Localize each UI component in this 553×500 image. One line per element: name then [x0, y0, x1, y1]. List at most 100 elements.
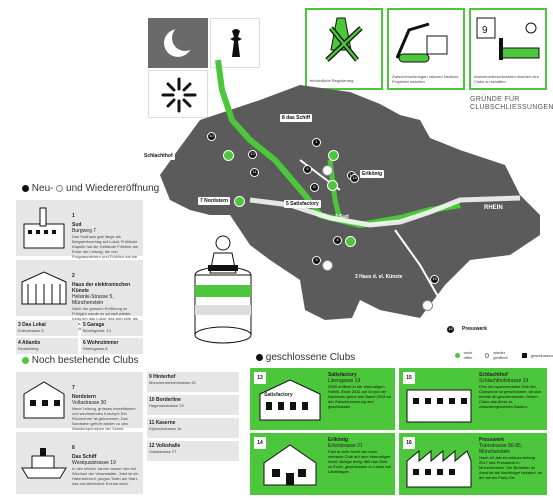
club-description: Eine der spannendsten Orte der Clubszene…	[479, 384, 542, 409]
club-address: Klybeckstrasse 1b	[149, 426, 182, 431]
moon-icon	[164, 25, 198, 57]
club-name: Haus der elektronischen Künste	[72, 282, 131, 294]
club-address: Helsinki-Strasse 5, Münchenstein	[72, 294, 114, 306]
legend-open-icon	[455, 352, 460, 358]
club-name: Borderline	[155, 397, 181, 403]
map-pin[interactable]: 1	[312, 138, 321, 147]
club-address: Burgweg 7	[72, 228, 96, 234]
map-pin[interactable]: 11	[250, 168, 259, 177]
map-label-erlkoenig: Erlkönig	[360, 170, 385, 178]
map-pin[interactable]: 6	[310, 183, 319, 192]
map-label-sud: 2 Sud	[335, 214, 349, 220]
map-pin[interactable]: 16	[446, 325, 455, 334]
sun-icon	[161, 77, 197, 113]
club-description: Fast is nicht bereit der hoch verbaute C…	[328, 449, 391, 474]
club-card-presswerk[interactable]: 16 Presswerk Tramstrasse 80-85, Münchens…	[399, 433, 547, 495]
club-name: Garage	[87, 322, 105, 328]
club-name: Das Lokal	[22, 322, 46, 328]
map-label-presswerk: Presswerk	[460, 325, 490, 333]
club-number: 16	[403, 437, 415, 449]
club-number: 14	[254, 437, 266, 449]
map-pin[interactable]: 9	[303, 165, 312, 174]
club-address: Westquaistrasse 19	[72, 460, 116, 466]
satisfactory-sign: Satisfactory	[264, 392, 293, 398]
club-name: Hinterhof	[153, 374, 176, 380]
club-address: Tramstrasse 80-85, Münchenstein	[479, 443, 523, 455]
status-reopen-marker[interactable]	[322, 165, 333, 176]
club-card-small[interactable]: 12 Volkshalle Voltastrasse 27	[147, 441, 239, 461]
club-name: Wohnzimmer	[87, 340, 119, 346]
status-reopen-marker[interactable]	[422, 300, 433, 311]
club-card-haus-el-kuenste[interactable]: 2 Haus der elektronischen Künste Helsink…	[16, 260, 143, 331]
factory-illustration	[23, 207, 65, 249]
reason-card-construction: Zwischennutzungen müssen Neubau-Projekte…	[387, 8, 465, 90]
sprout-icon	[22, 356, 29, 364]
club-address: Binningerstr. 14	[83, 328, 111, 333]
club-name: Sud	[72, 222, 82, 228]
reason-text: Anwohnerbeschwerden machen den Clubs zu …	[474, 74, 539, 84]
club-card-small[interactable]: 3 Das Lokal Erlenstrasse 5	[16, 320, 78, 336]
map-label-satisfactory: 5 Satisfactory	[284, 200, 321, 208]
basel-crest-tile	[210, 18, 260, 68]
club-address: Rheingasse 8	[83, 346, 108, 351]
closed-sprout-icon	[256, 353, 263, 361]
club-number: 15	[403, 372, 415, 384]
club-card-sud[interactable]: 1 Sud Burgweg 7 Das Sudhaus gab lange al…	[16, 200, 143, 264]
status-open-marker[interactable]	[345, 236, 356, 247]
club-description: 2009 eröffnet in der ehemaligen Fabrik. …	[328, 384, 391, 409]
club-address: Schlachthofstrasse 19	[479, 378, 529, 384]
club-description: Nach elf Jahren schloss Anfang 2017 das …	[479, 455, 543, 480]
river-label: RHEIN	[484, 205, 503, 211]
status-open-marker[interactable]	[234, 196, 245, 207]
status-open-marker[interactable]	[223, 150, 234, 161]
legend-closed-icon	[522, 352, 527, 358]
excavator-icon	[395, 22, 448, 63]
status-reopen-marker[interactable]	[322, 260, 333, 271]
club-name: Schlachthof	[479, 372, 508, 378]
reason-text: Zwischennutzungen müssen Neubau-Projekte…	[392, 74, 460, 84]
map-label-nordstern: 7 Nordstern	[198, 197, 231, 205]
hall-illustration	[21, 271, 67, 305]
bed-clock-icon: 9	[476, 17, 540, 60]
section-title-open: Noch bestehende Clubs	[22, 355, 139, 366]
svg-text:9: 9	[482, 25, 488, 36]
status-open-marker[interactable]	[328, 150, 339, 161]
club-card-small[interactable]: 9 Hinterhof Münchensteinerstrasse 81	[147, 372, 239, 392]
map-legend: noch offen wieder geöffnet geschlossen	[455, 350, 553, 360]
club-card-erlkoenig[interactable]: 14 Erlkönig Erlenstrasse 21 Fast is nich…	[250, 433, 395, 495]
section-title-reopen: Neu- und Wiedereröffnung	[22, 183, 159, 194]
club-card-small[interactable]: 5 Garage Binningerstr. 14	[81, 320, 143, 336]
reason-card-neighbors: 9 Anwohnerbeschwerden machen den Clubs z…	[469, 8, 547, 90]
map-pin[interactable]: 4	[333, 236, 342, 245]
club-card-small[interactable]: 6 Wohnzimmer Rheingasse 8	[81, 338, 143, 354]
club-description: Neue Leitung, grosses Investitionen und …	[72, 406, 136, 431]
warehouse-illustration	[259, 379, 321, 421]
reasons-title: GRÜNDE FÜR CLUBSCHLIESSUNGEN	[470, 96, 553, 111]
club-card-schlachthof[interactable]: 15 Schlachthof Schlachthofstrasse 19 Ein…	[399, 368, 547, 430]
club-card-satisfactory[interactable]: Satisfactory 13 Satisfactory Lisengasse …	[250, 368, 395, 430]
status-open-marker[interactable]	[327, 180, 338, 191]
club-card-nordstern[interactable]: 7 Nordstern Voltastrasse 30 Neue Leitung…	[16, 372, 143, 431]
traffic-cone-icon	[325, 17, 363, 62]
map-pin[interactable]: 10	[207, 132, 216, 141]
map-label-haus-el-kuenste: 3 Haus d. el. Künste	[355, 274, 403, 280]
map-pin[interactable]: 3	[312, 256, 321, 265]
section-title-closed: geschlossene Clubs	[256, 352, 355, 363]
map-pin[interactable]: 14	[350, 174, 359, 183]
club-name: Das Schiff	[72, 454, 97, 460]
moon-tile	[148, 18, 208, 68]
sun-tile	[148, 70, 208, 118]
reason-card-regulation: behördliche Regulierung	[305, 8, 383, 90]
club-card-small[interactable]: 11 Kaserne Klybeckstrasse 1b	[147, 418, 239, 438]
club-address: Erlenstrasse 21	[328, 443, 363, 449]
club-name: Nordstern	[72, 394, 96, 400]
club-card-small[interactable]: 10 Borderline Hagenaustrasse 29	[147, 395, 239, 415]
club-address: Münchensteinerstrasse 81	[149, 380, 196, 385]
club-card-small[interactable]: 4 Atlantis Klosterberg	[16, 338, 78, 354]
club-card-das-schiff[interactable]: 8 Das Schiff Westquaistrasse 19 In den l…	[16, 432, 143, 494]
club-address: Voltastrasse 27	[149, 449, 177, 454]
map-pin[interactable]: 12	[248, 150, 257, 159]
map-pin[interactable]: 15	[430, 275, 439, 284]
club-name: Satisfactory	[328, 372, 357, 378]
